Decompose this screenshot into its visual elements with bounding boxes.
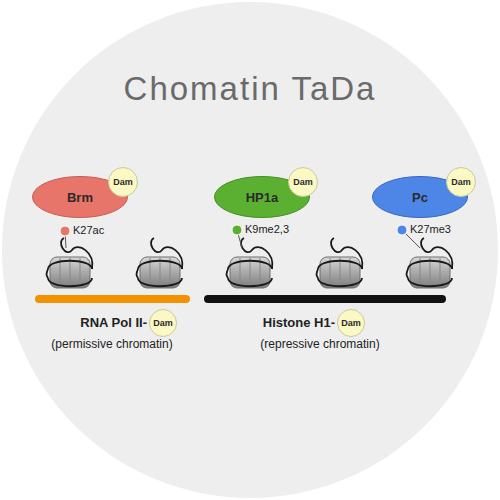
nucleosome [137,238,183,288]
nucleosome [227,238,273,288]
dam-label: Dam [108,167,138,197]
fusion-label: RNA Pol II- [48,315,147,330]
dam-label: Dam [288,167,318,197]
histone-mark [232,225,242,235]
node-shape [289,168,318,197]
histone-mark [397,225,407,235]
dam-tag: Dam [446,167,476,197]
node-shape [109,168,138,197]
dam-tag: Dam [337,309,365,337]
dam-tag: Dam [108,167,138,197]
nucleosome [317,238,363,288]
node-shape [447,168,476,197]
node-shape [150,310,177,337]
chromatin-state-label: (repressive chromatin) [220,337,420,351]
nucleosome [407,238,453,288]
histone-mark [60,226,70,236]
node-shape [338,310,365,337]
histone-mark-label: K27ac [73,224,133,236]
dam-tag: Dam [149,309,177,337]
histone-mark-label: K27me3 [410,223,480,235]
fusion-label: Histone H1- [236,315,335,330]
nucleosome [47,238,93,288]
dam-label: Dam [337,309,365,337]
diagram-title: Chomatin TaDa [0,70,500,108]
histone-mark-label: K9me2,3 [245,223,315,235]
dam-tag: Dam [288,167,318,197]
repressive-bar [204,295,446,303]
dam-label: Dam [149,309,177,337]
chromatin-state-label: (permissive chromatin) [12,337,212,351]
permissive-bar [35,295,190,303]
dam-label: Dam [446,167,476,197]
